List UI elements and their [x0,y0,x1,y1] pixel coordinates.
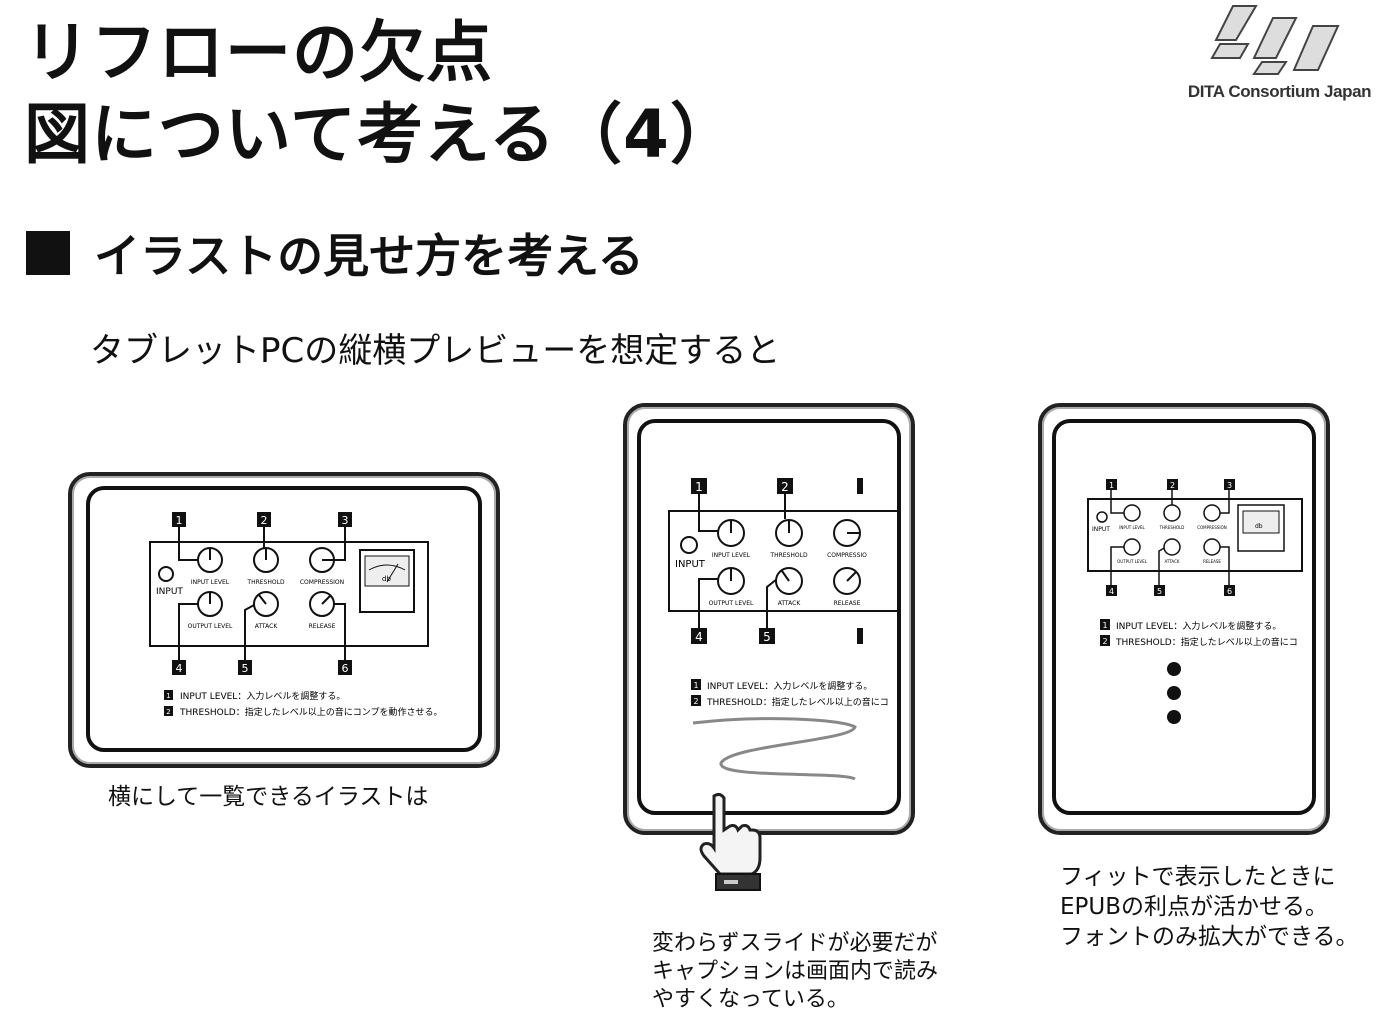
badge-5: 5 [763,630,771,644]
badge-1: 1 [1109,481,1114,490]
badge-6: 6 [342,662,349,675]
landscape-screen: 1 2 3 4 5 6 INPUT INPUT [86,486,482,752]
knob-label-release: RELEASE [309,623,336,630]
legend-badge-2: 2 [1102,637,1107,646]
portrait-screen-fit: 1 2 3 4 5 6 INPUT INPUT LEVEL THRESHOLD … [1052,419,1316,815]
knob-label-compression: COMPRESSION [1197,525,1227,530]
knob-label-compression: COMPRESSIO [827,552,867,559]
knob-label-threshold: THRESHOLD [1159,525,1185,530]
input-label: INPUT [156,587,183,597]
dita-logo-mark-icon [1210,5,1340,75]
input-jack-icon [1096,511,1108,523]
badge-4: 4 [176,662,183,675]
badge-1: 1 [176,514,183,527]
knob-label-output-level: OUTPUT LEVEL [1117,559,1148,564]
legend-badge-1: 1 [166,692,170,700]
badge-2: 2 [781,480,789,494]
portrait-screen-scroll: 1 2 4 5 INPUT INPUT LEVEL THRESHOLD COMP… [637,419,901,815]
knob-label-attack: ATTACK [255,623,279,630]
legend-badge-2: 2 [693,697,698,706]
fit-panel-illustration: 1 2 3 4 5 6 INPUT INPUT LEVEL THRESHOLD … [1087,479,1303,724]
knob-label-output-level: OUTPUT LEVEL [709,600,754,607]
title-line-1: リフローの欠点 [24,14,493,91]
section-heading: イラストの見せ方を考える [26,220,644,286]
input-label: INPUT [1092,526,1110,533]
badge-2: 2 [261,514,268,527]
badge-3: 3 [1227,481,1232,490]
section-heading-text: イラストの見せ方を考える [94,229,644,283]
compressor-panel-illustration: 1 2 3 4 5 6 INPUT INPUT [149,512,442,718]
page-title: リフローの欠点 図について考える（4） [24,12,737,176]
portrait-tablet-scroll: 1 2 4 5 INPUT INPUT LEVEL THRESHOLD COMP… [623,403,915,835]
caption-right: フィットで表示したときに EPUBの利点が活かせる。 フォントのみ拡大ができる。 [1060,864,1359,950]
subtitle: タブレットPCの縦横プレビューを想定すると [90,331,781,371]
caption-left: 横にして一覧できるイラストは [108,784,429,810]
legend-badge-1: 1 [1102,621,1107,630]
badge-3: 3 [342,514,349,527]
legend-badge-1: 1 [693,681,698,690]
portrait-tablet-fit: 1 2 3 4 5 6 INPUT INPUT LEVEL THRESHOLD … [1038,403,1330,835]
dita-logo: DITA Consortium Japan [1178,0,1381,110]
legend-line-1: INPUT LEVEL：入力レベルを調整する。 [1116,620,1281,632]
cropped-panel-illustration: 1 2 4 5 INPUT INPUT LEVEL THRESHOLD COMP… [668,478,897,781]
knob-label-release: RELEASE [1203,559,1221,564]
knob-label-attack: ATTACK [1164,559,1179,564]
square-bullet-icon [26,231,70,275]
legend-line-2: THRESHOLD：指定したレベル以上の音にコ [706,696,889,708]
meter-label: db [1255,523,1263,530]
badge-4: 4 [695,630,703,644]
caption-middle: 変わらずスライドが必要だが キャプションは画面内で読み やすくなっている。 [652,931,939,1012]
knob-label-attack: ATTACK [778,600,802,607]
knob-label-threshold: THRESHOLD [246,579,285,586]
badge-2: 2 [1170,481,1175,490]
legend-line-1: INPUT LEVEL：入力レベルを調整する。 [707,680,872,692]
legend-badge-2: 2 [166,708,170,716]
knob-label-output-level: OUTPUT LEVEL [188,623,233,630]
input-jack-icon [158,566,174,582]
knob-label-threshold: THRESHOLD [769,552,808,559]
ellipsis-dots-icon [1167,662,1181,724]
legend-line-2: THRESHOLD：指定したレベル以上の音にコンプを動作させる。 [179,706,442,718]
badge-6: 6 [1227,587,1232,596]
knob-label-input-level: INPUT LEVEL [1119,525,1145,530]
badge-1: 1 [695,480,703,494]
swipe-gesture-icon [692,717,857,781]
legend-line-2: THRESHOLD：指定したレベル以上の音にコ [1115,636,1298,648]
legend-line-1: INPUT LEVEL：入力レベルを調整する。 [180,690,345,702]
knob-label-release: RELEASE [834,600,861,607]
badge-5: 5 [242,662,249,675]
badge-4: 4 [1109,587,1114,596]
knob-label-input-level: INPUT LEVEL [191,579,230,586]
knob-label-input-level: INPUT LEVEL [712,552,751,559]
knob-label-compression: COMPRESSION [300,579,344,586]
logo-text: DITA Consortium Japan [1187,82,1372,101]
title-line-2: 図について考える（4） [24,96,737,173]
meter-label: db [382,575,391,583]
hand-pointer-icon [699,792,762,891]
input-jack-icon [680,536,698,554]
badge-5: 5 [1157,587,1162,596]
landscape-tablet: 1 2 3 4 5 6 INPUT INPUT [68,472,500,768]
input-label: INPUT [675,559,706,570]
